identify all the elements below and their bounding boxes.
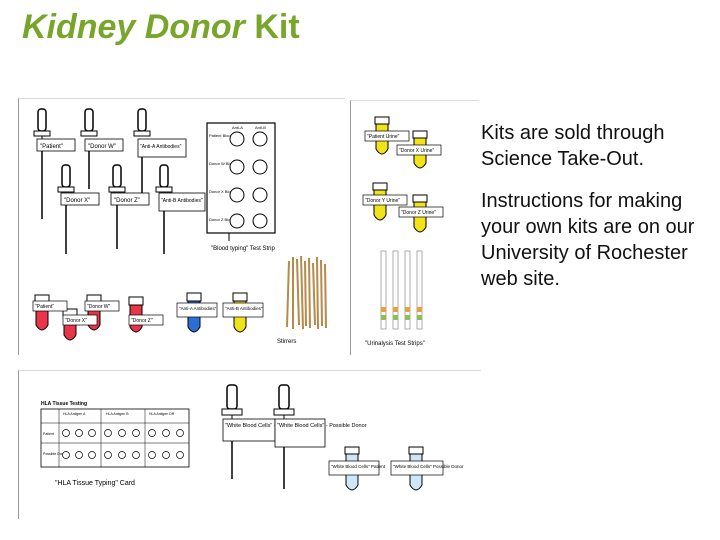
slide-title: Kidney Donor Kit — [22, 8, 300, 47]
urinalysis-illustration: "Patient Urine" "Donor X Urine" "Donor Y… — [362, 116, 444, 347]
paragraph-instructions: Instructions for making your own kits ar… — [481, 190, 695, 290]
description-text: Kits are sold through Science Take-Out. … — [481, 120, 717, 308]
dropper-wbc-donor — [273, 384, 295, 489]
stirrers — [286, 255, 327, 330]
urinalysis-image-panel: "Patient Urine" "Donor X Urine" "Donor Y… — [350, 100, 479, 355]
title-italic: Kidney Donor — [22, 8, 245, 46]
dropper-label: "White Blood Cells" - Possible Donor — [277, 423, 367, 429]
dropper-label: "Donor Z" — [114, 198, 140, 204]
dropper-label: "Anti-B Antibodies" — [161, 198, 203, 204]
tube-label: "White Blood Cells" Possible Donor — [393, 464, 464, 469]
dropper-donor-x — [57, 164, 75, 254]
card-title: HLA Tissue Testing — [41, 401, 87, 407]
paragraph-sold: Kits are sold through Science Take-Out. — [481, 122, 665, 170]
strip-col-label: Anti-B — [255, 125, 266, 130]
stirrers-caption: Stirrers — [277, 339, 296, 345]
tube-donor-z — [128, 296, 144, 333]
dropper-patient — [33, 108, 51, 219]
title-plain: Kit — [254, 8, 300, 46]
hla-tissue-typing-card: HLA Tissue Testing HLA Antigen A HLA Ant… — [40, 401, 190, 468]
strip-row-label: Donor W Blood — [209, 161, 236, 166]
dropper-label: "Anti-A Antibodies" — [140, 144, 182, 150]
tube-label: "White Blood Cells" Patient — [331, 464, 386, 469]
urinalysis-test-strips — [380, 250, 423, 330]
kit-image-panel: "Patient" "Donor W" "Anti-A Antibodies" … — [18, 98, 345, 355]
dropper-anti-b — [155, 164, 173, 254]
tube-patient — [34, 294, 50, 331]
dropper-label: "White Blood Cells" - Patient — [225, 423, 295, 429]
card-caption: "HLA Tissue Typing" Card — [55, 480, 135, 487]
strip-row-label: Patient Blood — [209, 133, 233, 138]
kit-illustration: "Patient" "Donor W" "Anti-A Antibodies" … — [32, 108, 327, 345]
dropper-label: "Donor W" — [88, 144, 116, 150]
tube-label: "Donor X" — [65, 318, 87, 324]
strip-caption: "Blood typing" Test Strip — [211, 246, 276, 252]
dropper-label: "Patient" — [40, 144, 63, 150]
urinalysis-caption: "Urinalysis Test Strips" — [365, 341, 425, 347]
tube-label: "Donor W" — [87, 304, 111, 310]
tube-label: "Donor Z Urine" — [401, 210, 436, 216]
tube-label: "Donor Y Urine" — [365, 198, 400, 204]
tube-label: "Patient" — [35, 304, 54, 310]
strip-row-label: Donor Z Blood — [209, 217, 235, 222]
card-header: HLA Antigen B — [106, 412, 129, 416]
blood-typing-test-strip: Patient Blood Donor W Blood Donor X Bloo… — [206, 122, 276, 241]
card-header: HLA Antigen A — [63, 412, 86, 416]
tube-label: "Donor Z" — [131, 318, 153, 324]
hla-image-panel: HLA Tissue Testing HLA Antigen A HLA Ant… — [18, 370, 481, 519]
card-header: HLA Antigen DR — [149, 412, 175, 416]
tube-label: "Anti-B Antibodies" — [225, 306, 263, 311]
dropper-donor-z — [108, 164, 126, 249]
strip-row-label: Donor X Blood — [209, 189, 235, 194]
dropper-label: "Donor X" — [64, 198, 90, 204]
strip-col-label: Anti-A — [232, 125, 243, 130]
tube-label: "Anti-A Antibodies" — [179, 306, 217, 311]
tube-label: "Donor X Urine" — [399, 148, 434, 154]
card-row-label: Patient — [43, 432, 54, 436]
tube-label: "Patient Urine" — [367, 134, 400, 140]
dropper-donor-w — [80, 108, 98, 189]
hla-illustration: HLA Tissue Testing HLA Antigen A HLA Ant… — [40, 384, 464, 491]
card-row-label: Possible Donor — [43, 452, 68, 456]
dropper-wbc-patient — [221, 384, 243, 479]
